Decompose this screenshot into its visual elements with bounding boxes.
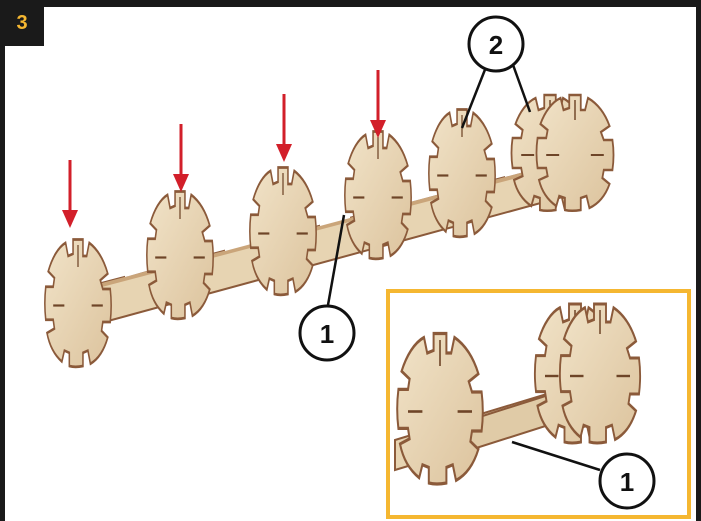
callout-1: 1 xyxy=(298,214,356,362)
arrow-down-icon xyxy=(62,160,78,228)
left-border xyxy=(0,0,5,521)
arrow-down-icon xyxy=(370,70,386,138)
inset-disc-3 xyxy=(558,302,642,445)
callout-1-label: 1 xyxy=(320,319,334,349)
disc-4 xyxy=(343,130,413,261)
callout-2-label: 2 xyxy=(489,30,503,60)
detail-inset: 1 xyxy=(386,289,691,519)
right-border xyxy=(696,0,701,521)
inset-disc-1 xyxy=(395,331,485,486)
callout-2: 2 xyxy=(460,15,532,129)
disc-2 xyxy=(145,190,215,321)
arrow-down-icon xyxy=(276,94,292,162)
step-number-badge: 3 xyxy=(0,0,44,46)
inset-callout-1-label: 1 xyxy=(620,467,634,497)
disc-5 xyxy=(427,108,497,239)
top-border xyxy=(0,0,701,7)
disc-1 xyxy=(43,238,113,369)
arrow-down-icon xyxy=(173,124,189,192)
disc-3 xyxy=(248,166,318,297)
disc-7 xyxy=(535,93,615,212)
